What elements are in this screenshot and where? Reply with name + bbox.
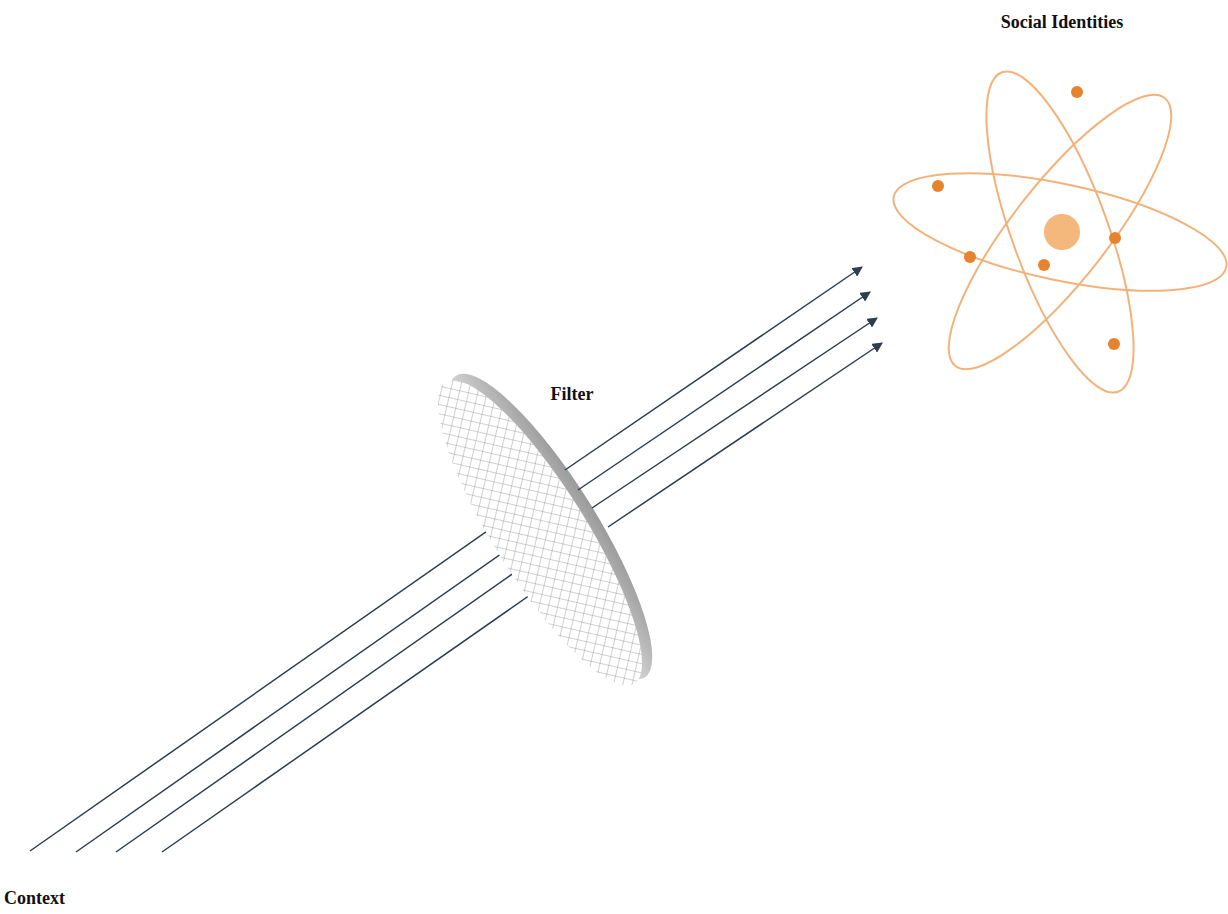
filter-lens: [407, 351, 684, 708]
caption-label: Context: [4, 888, 65, 910]
context-rays: [30, 515, 563, 852]
atom-symbol: [884, 56, 1228, 408]
caption-label: Filter: [551, 384, 594, 406]
caption-label: Social Identities: [1001, 12, 1124, 34]
filtered-arrows: [565, 267, 882, 527]
atom-particles: [932, 86, 1121, 350]
